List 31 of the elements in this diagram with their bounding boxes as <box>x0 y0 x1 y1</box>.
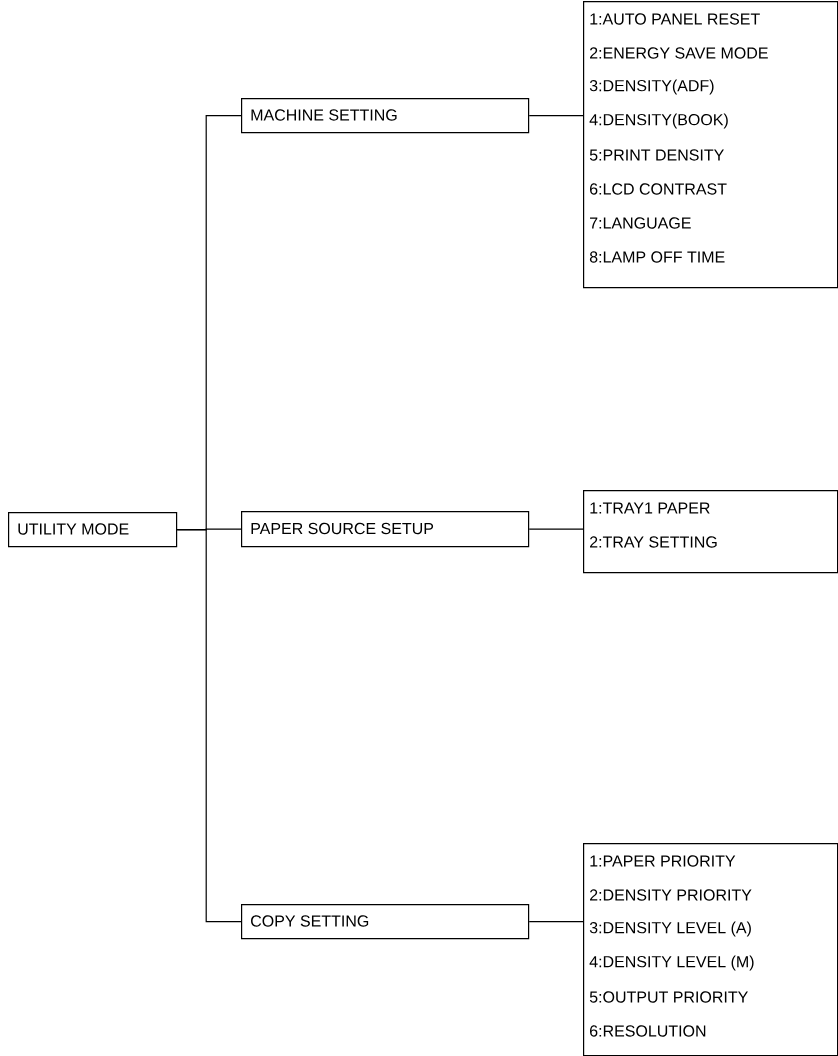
menu-item: 4:DENSITY(BOOK) <box>589 113 728 129</box>
menu-item: MACHINE SETTING <box>251 109 397 121</box>
menu-list <box>583 843 838 1056</box>
menu-box <box>241 98 530 134</box>
menu-item: 2:ENERGY SAVE MODE <box>590 47 768 59</box>
menu-list <box>583 490 838 574</box>
menu-box <box>241 511 530 548</box>
menu-item: 1:PAPER PRIORITY <box>590 855 736 867</box>
connector-line <box>528 115 584 117</box>
connector-line <box>528 921 584 923</box>
menu-item: 3:DENSITY(ADF) <box>589 79 714 95</box>
menu-item: 4:DENSITY LEVEL (M) <box>589 955 754 971</box>
menu-item: 3:DENSITY LEVEL (A) <box>589 921 751 937</box>
menu-item: 8:LAMP OFF TIME <box>589 251 725 263</box>
menu-item: 6:RESOLUTION <box>590 1025 706 1037</box>
menu-item: UTILITY MODE <box>18 523 129 535</box>
menu-item: 1:AUTO PANEL RESET <box>590 13 760 25</box>
menu-item: COPY SETTING <box>251 915 369 927</box>
menu-item: 2:TRAY SETTING <box>590 536 717 548</box>
menu-box <box>241 904 530 940</box>
menu-item: 5:PRINT DENSITY <box>589 149 724 161</box>
menu-list <box>583 1 838 289</box>
connector-line <box>176 529 242 923</box>
menu-item: 1:TRAY1 PAPER <box>590 502 710 514</box>
connector-line <box>528 528 584 530</box>
menu-item: PAPER SOURCE SETUP <box>251 522 434 535</box>
menu-item: 7:LANGUAGE <box>590 217 691 229</box>
menu-box <box>8 512 178 548</box>
menu-item: 6:LCD CONTRAST <box>590 183 727 195</box>
menu-item: 2:DENSITY PRIORITY <box>590 889 752 901</box>
menu-item: 5:OUTPUT PRIORITY <box>589 991 748 1003</box>
